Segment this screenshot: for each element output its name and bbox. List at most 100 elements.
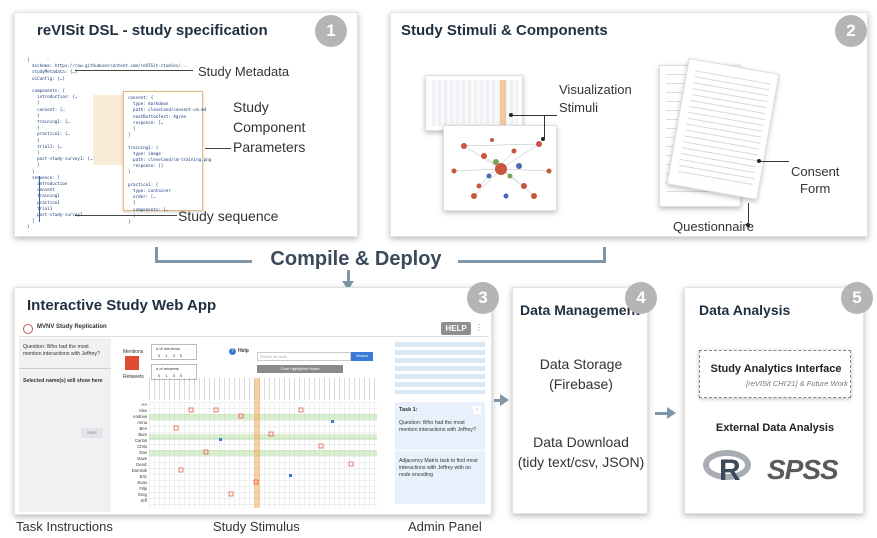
more-menu-icon[interactable]: ⋮: [475, 323, 483, 332]
retweets-legend-ticks: 0 1 3 5: [158, 373, 185, 378]
row-label: Jeff: [140, 498, 147, 503]
matrix-column-labels: [149, 378, 377, 400]
task-card: Task 1: › Question: Who had the most men…: [395, 402, 485, 504]
app-header: MVNV Study Replication HELP ⋮: [19, 321, 489, 337]
mentions-legend-title: # of mentions: [156, 346, 181, 351]
retweets-label: Retweets: [123, 374, 144, 380]
matrix-highlight-row-1: [149, 414, 377, 420]
study-metadata-label: Study Metadata: [198, 64, 290, 79]
row-label: Bum: [138, 432, 147, 437]
r-logo-icon: R: [703, 448, 751, 486]
vis-leader-dot-2: [541, 137, 545, 141]
dsl-panel: reVISit DSL - study specification 1 { $s…: [14, 12, 358, 237]
compile-line-right: [458, 260, 606, 263]
analytics-interface-title: Study Analytics Interface: [710, 363, 842, 375]
next-button[interactable]: Next: [81, 428, 103, 438]
matrix-row-labels: AA Alex Andrew Anna Ben Bum Carlos Chris…: [115, 402, 147, 508]
arrow-3-4-line: [494, 399, 502, 402]
row-label: Carlos: [134, 438, 147, 443]
row-label: Evan: [137, 480, 147, 485]
compile-down-line: [347, 270, 350, 282]
row-label: Dominik: [131, 468, 147, 473]
data-management-panel: Data Management 4 Data Storage (Firebase…: [512, 282, 657, 514]
row-label: Greg: [137, 492, 147, 497]
sidebar-question: Question: Who had the most mention inter…: [23, 344, 100, 357]
dsl-code-detail: consent: { type: markdown path: clevelan…: [128, 95, 212, 225]
mentions-legend: # of mentions 0 1 3 5: [151, 344, 197, 360]
mentions-label: Mentions: [123, 349, 144, 355]
visualization-stimuli-label: Visualization Stimuli: [559, 82, 632, 115]
task-instructions-caption: Task Instructions: [16, 519, 113, 534]
task-question: Question: Who had the most mention inter…: [399, 420, 476, 433]
row-label: Ben: [139, 426, 147, 431]
matrix-highlight-row-2: [149, 434, 377, 440]
data-download-text: Data Download (tidy text/csv, JSON): [517, 434, 645, 470]
stimuli-panel-title: Study Stimuli & Components: [401, 22, 608, 39]
matrix-stimulus-card: [425, 75, 523, 131]
stimuli-panel: Study Stimuli & Components 2 Visualizati…: [390, 12, 868, 237]
consent-form-lines: [677, 70, 771, 190]
questionnaire-label: Questionnaire: [673, 219, 754, 234]
step-badge-2: 2: [835, 15, 867, 47]
retweets-legend-title: # of retweets: [156, 366, 179, 371]
step-badge-1: 1: [315, 15, 347, 47]
task-collapse-button[interactable]: ›: [473, 406, 481, 414]
analytics-interface-box: Study Analytics Interface [reVISit CHI'2…: [699, 350, 851, 398]
search-button[interactable]: Search: [351, 352, 373, 361]
task-title: Task 1:: [399, 407, 418, 413]
component-highlight: [93, 95, 123, 165]
compile-deploy-label: Compile & Deploy: [270, 248, 442, 270]
step-badge-5: 5: [841, 282, 873, 314]
row-label: Dan: [139, 450, 147, 455]
r-logo-ring: [703, 450, 751, 480]
step-badge-3: 3: [467, 282, 499, 314]
app-title: MVNV Study Replication: [37, 324, 107, 330]
compile-bracket-right: [603, 247, 606, 263]
help-button[interactable]: HELP: [441, 322, 471, 335]
metadata-leader-line: [75, 70, 193, 71]
task-instructions-sidebar: Question: Who had the most mention inter…: [19, 338, 111, 512]
compile-line-left: [155, 260, 252, 263]
r-logo-letter: R: [719, 454, 741, 487]
consent-leader-line: [759, 161, 789, 162]
data-analysis-title: Data Analysis: [699, 302, 791, 318]
row-label: Filip: [139, 486, 147, 491]
compile-down-arrow: [342, 281, 354, 290]
app-logo-icon: [23, 324, 33, 334]
questionnaire-leader-line: [748, 203, 749, 225]
help-info-icon[interactable]: ?: [229, 348, 236, 355]
row-label: Andrew: [132, 414, 147, 419]
clear-highlight-button[interactable]: Clear Highlighted Nodes: [257, 365, 343, 373]
study-sequence-label: Study sequence: [178, 208, 279, 224]
network-graph-icon: [451, 138, 552, 199]
step-badge-4: 4: [625, 282, 657, 314]
matrix-highlight-row-3: [149, 450, 377, 456]
selected-names-text: Selected name(s) will show here: [23, 378, 103, 384]
admin-chip-grid: [395, 342, 485, 394]
task-description: Adjacency Matrix task to find most inter…: [399, 458, 478, 478]
help-link[interactable]: Help: [238, 348, 249, 354]
sequence-bracket: [39, 176, 40, 222]
web-app-panel-title: Interactive Study Web App: [27, 297, 217, 314]
matrix-grid: [149, 402, 377, 508]
arrow-3-4-head: [500, 394, 509, 406]
row-label: Anna: [137, 420, 147, 425]
node-search-input[interactable]: Search for node: [257, 352, 351, 361]
row-label: Alex: [138, 408, 147, 413]
vis-leader-line-2: [544, 115, 545, 139]
web-app-panel: Interactive Study Web App 3 MVNV Study R…: [14, 282, 499, 515]
row-label: Deniz: [136, 462, 147, 467]
component-leader-line: [205, 148, 231, 149]
admin-panel-caption: Admin Panel: [408, 519, 482, 534]
study-stimulus-caption: Study Stimulus: [213, 519, 300, 534]
analytics-interface-subtitle: [reVISit CHI'21] & Future Work: [746, 379, 848, 388]
row-label: Dave: [137, 456, 147, 461]
component-parameters-label: Study Component Parameters: [233, 99, 306, 155]
dsl-code-main: { $schema: https://raw.githubusercontent…: [27, 57, 189, 230]
matrix-cells: [173, 407, 354, 497]
stimulus-area: Mentions Retweets # of mentions 0 1 3 5 …: [115, 338, 387, 512]
data-analysis-panel: Data Analysis 5 Study Analytics Interfac…: [684, 282, 873, 514]
external-analysis-label: External Data Analysis: [715, 422, 835, 434]
arrow-4-5-line: [655, 412, 669, 415]
row-label: Eric: [139, 474, 147, 479]
